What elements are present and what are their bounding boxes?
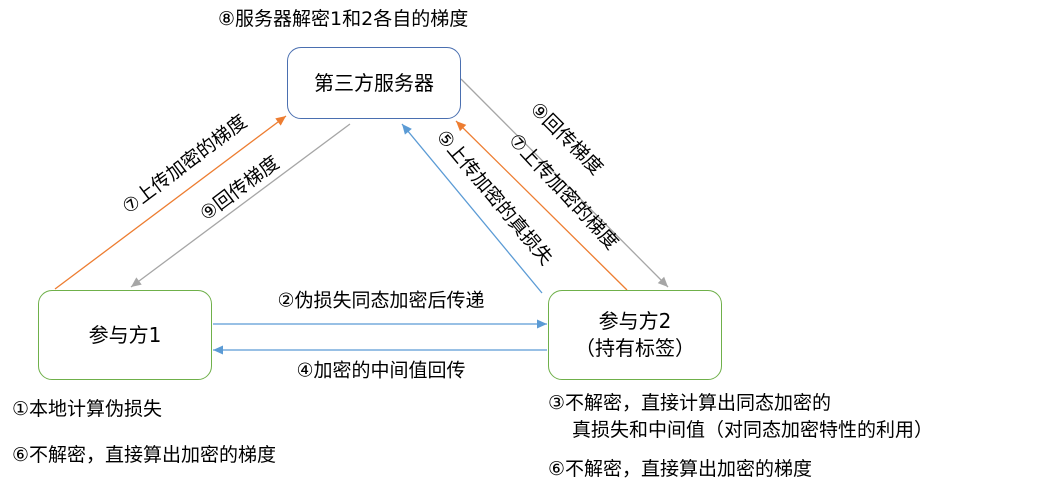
participant1-label: 参与方1 [88, 322, 162, 347]
note-p2-step3-line1: ③不解密，直接计算出同态加密的 [548, 392, 832, 414]
arrowhead-server-to-p2 [657, 276, 668, 287]
arrowhead-p2-to-p1 [213, 345, 223, 355]
arrowhead-server-to-p1 [131, 277, 142, 287]
note-p1-step1: ①本地计算伪损失 [12, 398, 163, 420]
edge-p2-to-server-grad [455, 120, 628, 291]
arrowhead-p2-to-server-loss [402, 124, 412, 135]
label-p2-to-p1: ④加密的中间值回传 [296, 359, 466, 382]
participant2-sublabel: （持有标签） [575, 336, 695, 360]
label-p1-to-p2: ②伪损失同态加密后传递 [277, 289, 485, 312]
note-p2-step3-line2: 真损失和中间值（对同态加密特性的利用） [572, 419, 934, 441]
edge-server-to-p1 [130, 123, 351, 288]
edge-server-to-p2 [460, 78, 669, 288]
note-p1-step6: ⑥不解密，直接算出加密的梯度 [12, 444, 277, 466]
participant2-node: 参与方2 （持有标签） [548, 290, 722, 380]
edge-p2-to-server-loss [401, 123, 543, 294]
arrowhead-p1-to-server [275, 116, 286, 126]
participant1-node: 参与方1 [38, 290, 212, 380]
participant2-label: 参与方2 [598, 309, 672, 333]
note-p2-step6: ⑥不解密，直接算出加密的梯度 [548, 458, 813, 480]
server-label: 第三方服务器 [314, 70, 434, 95]
edge-p1-to-server [54, 115, 287, 290]
arrowhead-p1-to-p2 [537, 319, 547, 329]
note-server-decrypt: ⑧服务器解密1和2各自的梯度 [218, 8, 469, 30]
arrowhead-p2-to-server-grad [456, 121, 467, 132]
server-node: 第三方服务器 [287, 47, 461, 119]
